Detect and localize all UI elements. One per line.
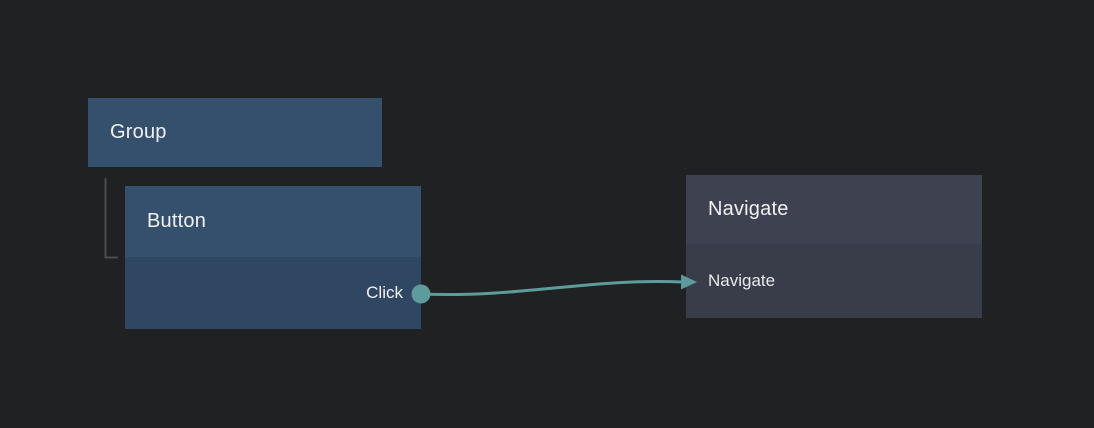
click-output-port-label: Click <box>366 283 403 302</box>
button-node-label: Button <box>147 210 207 232</box>
edge-click-to-navigate[interactable] <box>420 280 684 296</box>
node-button[interactable]: Button Click <box>125 186 421 329</box>
tree-connector-line <box>104 178 118 259</box>
group-node-header[interactable]: Group <box>88 98 382 167</box>
navigate-node-header[interactable]: Navigate <box>686 175 982 244</box>
button-node-header[interactable]: Button <box>125 186 421 257</box>
button-node-events-row: Click <box>125 257 421 329</box>
node-navigate[interactable]: Navigate Navigate <box>686 175 982 318</box>
node-group[interactable]: Group <box>88 98 382 167</box>
navigate-node-action-row: Navigate <box>686 244 982 318</box>
group-node-label: Group <box>110 121 167 143</box>
navigate-action-label: Navigate <box>708 271 776 290</box>
navigate-node-title: Navigate <box>708 198 789 220</box>
